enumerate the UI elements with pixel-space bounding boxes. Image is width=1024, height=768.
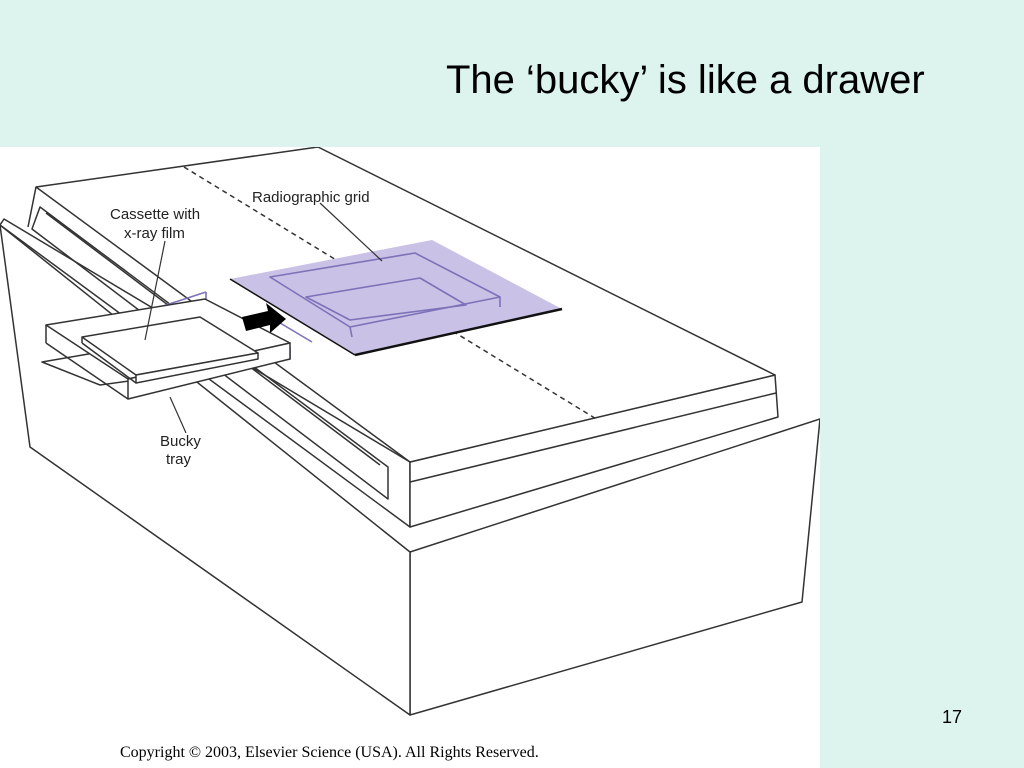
- copyright-notice: Copyright © 2003, Elsevier Science (USA)…: [120, 744, 539, 761]
- bucky-leader: [169, 396, 187, 434]
- grid-leader: [319, 202, 383, 262]
- cassette-edge: [135, 352, 259, 384]
- cassette-leader: [144, 240, 166, 341]
- cassette-label-line2: x-ray film: [124, 225, 185, 242]
- grid-ghost-edge: [349, 326, 353, 338]
- tabletop-trim-left: [27, 186, 37, 228]
- grid-label: Radiographic grid: [252, 189, 370, 206]
- slide-title: The ‘bucky’ is like a drawer: [446, 58, 925, 102]
- bucky-label-line1: Bucky: [160, 433, 201, 450]
- cassette-side-2: [81, 342, 137, 384]
- bucky-label-line2: tray: [166, 451, 192, 468]
- bucky-figure: Cassette with x-ray film Radiographic gr…: [0, 147, 820, 768]
- bucky-tray-side-2: [45, 342, 129, 400]
- page-number: 17: [942, 707, 963, 727]
- grid-plate-edge-left: [229, 278, 356, 356]
- tabletop-trim: [409, 392, 777, 483]
- insert-arrow-icon: [242, 303, 286, 333]
- grid-cassette-ghost: [305, 277, 467, 321]
- bucky-slot: [31, 206, 389, 500]
- cassette-label-line1: Cassette with: [110, 206, 200, 223]
- grid-plate-edge: [354, 307, 563, 357]
- x-ray-table-diagram: Cassette with x-ray film Radiographic gr…: [0, 147, 820, 716]
